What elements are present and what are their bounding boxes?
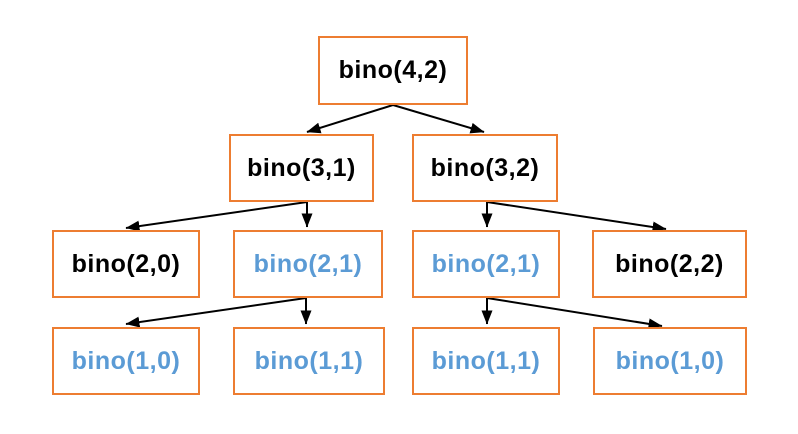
node-bino-2-1-right: bino(2,1) <box>412 230 560 298</box>
node-bino-1-0-left: bino(1,0) <box>52 327 200 395</box>
edge-n21b-n10b <box>486 297 663 330</box>
node-bino-3-2: bino(3,2) <box>412 134 558 202</box>
edge-n31-n20 <box>125 201 308 232</box>
node-bino-1-0-right: bino(1,0) <box>593 327 747 395</box>
edge-n21a-n10a <box>125 297 307 328</box>
edge-n32-n22 <box>486 201 667 233</box>
node-bino-2-1-left: bino(2,1) <box>233 230 383 298</box>
edge-n42-n32 <box>392 104 485 134</box>
node-bino-1-1-right: bino(1,1) <box>412 327 560 395</box>
node-bino-2-0: bino(2,0) <box>52 230 200 298</box>
node-bino-3-1: bino(3,1) <box>229 134 374 202</box>
node-bino-2-2: bino(2,2) <box>592 230 747 298</box>
node-bino-1-1-left: bino(1,1) <box>233 327 385 395</box>
edge-n42-n31 <box>306 104 394 134</box>
node-bino-4-2: bino(4,2) <box>318 36 468 105</box>
